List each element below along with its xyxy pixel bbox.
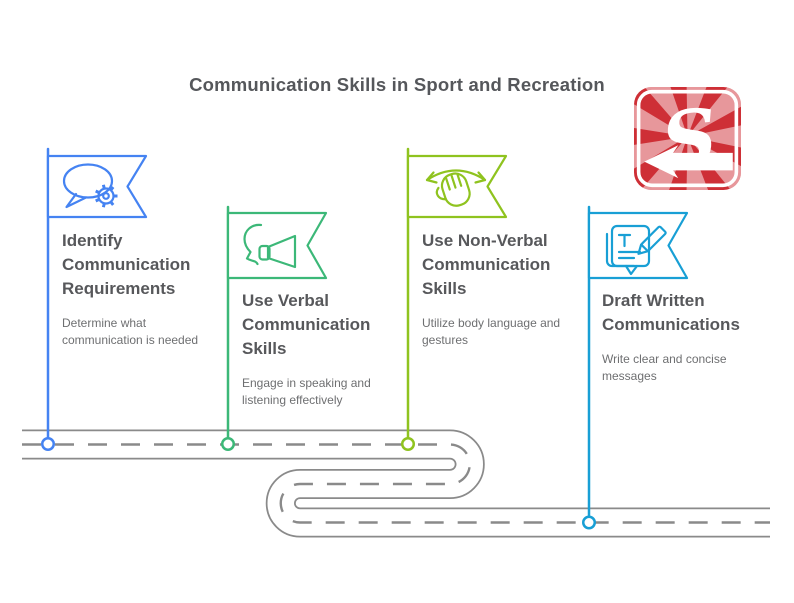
milestone-1-title: Identify Communication Requirements [62,231,191,298]
milestone-1-flag [41,147,148,451]
waving-hand-icon [425,169,487,207]
milestone-2-title: Use Verbal Communication Skills [242,291,371,358]
flag-banner [406,154,508,219]
road-marker [401,437,415,451]
winding-road [22,429,770,538]
logo-arrow-swoosh [644,145,733,179]
flag-banner [587,211,689,280]
milestone-3-description: Utilize body language and gestures [422,316,561,347]
milestone-4-flag [582,205,689,530]
flag-banner [226,211,328,280]
logo-inner-border [636,89,739,188]
speech-bubble-gear-icon [62,163,118,209]
milestone-2-description: Engage in speaking and listening effecti… [242,376,371,407]
milestone-3-title: Use Non-Verbal Communication Skills [422,231,551,298]
milestone-2-flag [221,205,328,451]
milestone-4-title: Draft Written Communications [602,291,740,334]
milestone-4-description: Write clear and concise messages [602,352,727,383]
document-pencil-icon [605,224,667,276]
red-s-arrow-logo: S [634,87,741,190]
flag-banner [46,154,148,219]
road-center-dashes [22,443,770,524]
road-marker [221,437,235,451]
milestone-1-description: Determine what communication is needed [62,316,199,347]
road-marker [582,515,596,530]
talking-head-megaphone-icon [243,223,297,269]
page-title: Communication Skills in Sport and Recrea… [189,74,605,95]
road-marker [41,437,55,451]
milestone-3-flag [401,147,508,451]
